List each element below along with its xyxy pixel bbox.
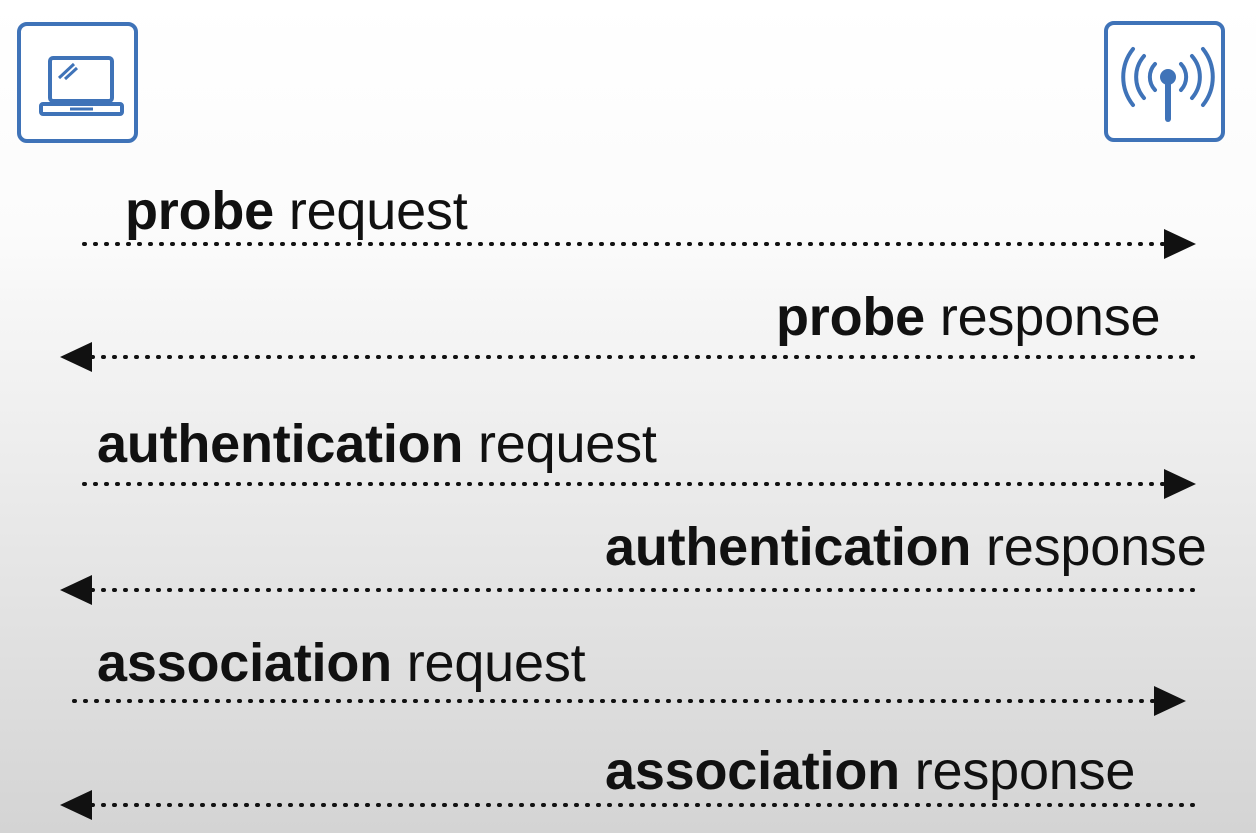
message-type: request (391, 633, 586, 693)
message-label-probe-response: probe response (776, 287, 1161, 347)
message-label-probe-request: probe request (125, 184, 468, 238)
message-type: response (899, 741, 1136, 801)
laptop-icon (39, 56, 124, 116)
message-keyword: association (97, 633, 392, 693)
message-keyword: authentication (97, 414, 464, 474)
message-label-authentication-request: authentication request (97, 417, 657, 471)
message-type: request (274, 181, 468, 241)
message-arrow-4 (60, 575, 1200, 605)
message-keyword: authentication (605, 517, 972, 577)
message-keyword: association (605, 741, 900, 801)
message-type: response (925, 287, 1161, 347)
message-label-association-response: association response (605, 744, 1135, 798)
message-label-authentication-response: authentication response (605, 520, 1207, 574)
message-keyword: probe (776, 287, 926, 347)
message-type: response (971, 517, 1207, 577)
message-type: request (463, 414, 657, 474)
message-keyword: probe (125, 181, 275, 241)
message-label-association-request: association request (97, 633, 586, 693)
access-point-box (1104, 21, 1225, 142)
client-device-box (17, 22, 138, 143)
wireless-antenna-icon (1121, 47, 1215, 122)
